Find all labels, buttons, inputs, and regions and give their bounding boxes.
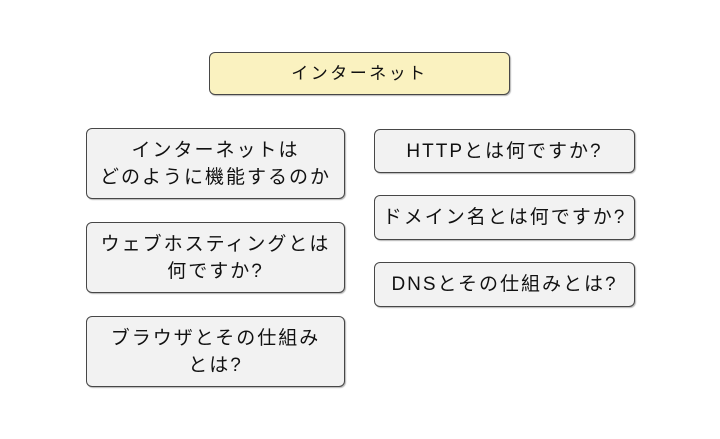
root-node-label: インターネット <box>291 64 428 83</box>
node-label: DNSとその仕組みとは? <box>391 274 618 295</box>
node-what-is-dns[interactable]: DNSとその仕組みとは? <box>374 262 635 307</box>
node-label: ウェブホスティングとは 何ですか? <box>100 233 331 282</box>
node-what-is-http[interactable]: HTTPとは何ですか? <box>374 129 635 173</box>
node-what-is-web-hosting[interactable]: ウェブホスティングとは 何ですか? <box>86 222 345 293</box>
node-label: インターネットは どのように機能するのか <box>99 139 331 188</box>
node-label: ドメイン名とは何ですか? <box>382 207 627 228</box>
node-label: HTTPとは何ですか? <box>406 140 603 162</box>
root-node-internet[interactable]: インターネット <box>209 52 510 95</box>
node-how-internet-works[interactable]: インターネットは どのように機能するのか <box>86 128 345 199</box>
node-browser-how-it-works[interactable]: ブラウザとその仕組み とは? <box>86 316 345 387</box>
node-label: ブラウザとその仕組み とは? <box>110 327 321 376</box>
node-what-is-domain-name[interactable]: ドメイン名とは何ですか? <box>374 195 635 240</box>
